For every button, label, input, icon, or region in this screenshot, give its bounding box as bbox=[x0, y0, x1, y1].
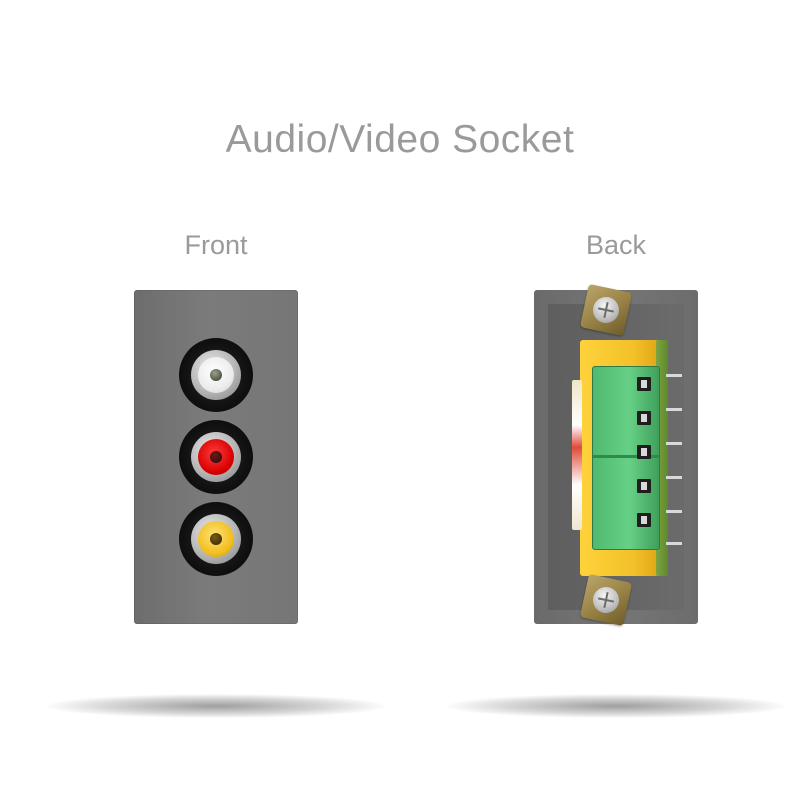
terminal-slot bbox=[637, 445, 651, 459]
front-socket-plate bbox=[134, 290, 298, 624]
green-terminal-block bbox=[592, 366, 660, 550]
rca-jack-white bbox=[179, 338, 253, 412]
rca-jack-yellow bbox=[179, 502, 253, 576]
pin-lead bbox=[666, 510, 682, 513]
rca-jack-red bbox=[179, 420, 253, 494]
terminal-slot bbox=[637, 377, 651, 391]
terminal-slot bbox=[637, 411, 651, 425]
pin-lead bbox=[666, 442, 682, 445]
mounting-bracket-bottom bbox=[579, 573, 633, 627]
back-shadow bbox=[446, 694, 786, 718]
terminal-split bbox=[593, 455, 659, 458]
front-shadow bbox=[46, 694, 386, 718]
jack-pin bbox=[210, 369, 222, 381]
screw-icon bbox=[590, 294, 622, 326]
pin-lead bbox=[666, 542, 682, 545]
back-socket-plate bbox=[534, 283, 698, 627]
back-label: Back bbox=[585, 230, 647, 260]
screw-icon bbox=[590, 584, 622, 616]
page-title: Audio/Video Socket bbox=[225, 118, 575, 161]
terminal-slot bbox=[637, 513, 651, 527]
pin-lead bbox=[666, 476, 682, 479]
jack-pin bbox=[210, 533, 222, 545]
pin-lead bbox=[666, 374, 682, 377]
jack-pin bbox=[210, 451, 222, 463]
pin-lead bbox=[666, 408, 682, 411]
terminal-slot bbox=[637, 479, 651, 493]
front-label: Front bbox=[184, 230, 248, 260]
mounting-bracket-top bbox=[579, 283, 633, 337]
